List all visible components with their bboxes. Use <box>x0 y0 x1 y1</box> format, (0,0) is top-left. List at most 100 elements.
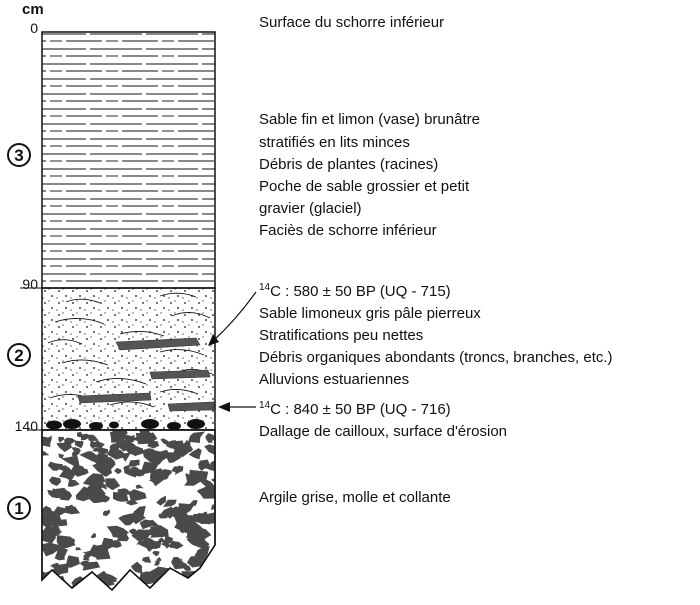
clay-blob <box>205 433 215 441</box>
clay-blob <box>103 551 108 559</box>
clay-blob <box>87 576 97 584</box>
clay-blob <box>211 504 215 511</box>
svg-text:1: 1 <box>14 499 23 518</box>
clay-blob <box>112 491 129 502</box>
clay-blob <box>194 545 210 562</box>
clay-blob <box>75 547 82 551</box>
clay-blob <box>147 440 160 449</box>
clay-blob <box>127 459 140 467</box>
clay-blob <box>58 436 65 443</box>
clay-blob <box>188 448 202 460</box>
clay-blob <box>164 535 174 544</box>
clay-blob <box>87 483 106 497</box>
clay-blob <box>132 434 154 444</box>
clay-blob <box>62 536 68 542</box>
clay-blob <box>178 503 195 514</box>
clay-blob <box>83 553 92 561</box>
clay-blob <box>77 431 83 438</box>
clay-blob <box>139 519 159 530</box>
svg-text:3: 3 <box>14 146 23 165</box>
clay-blob <box>130 466 140 475</box>
clay-blob <box>172 558 183 565</box>
clay-blob <box>44 509 62 526</box>
top-surface-label: Surface du schorre inférieur <box>259 14 444 31</box>
unit-2-line: Stratifications peu nettes <box>259 327 423 344</box>
clay-blob <box>196 576 205 585</box>
clay-blob <box>182 580 189 589</box>
unit-2-line: Sable limoneux gris pâle pierreux <box>259 305 481 322</box>
clay-blob <box>163 499 177 507</box>
clay-blob <box>160 438 171 445</box>
scale-tick-label: 90 <box>22 276 38 292</box>
scale-tick-label: 0 <box>30 20 38 36</box>
clay-blob <box>107 447 128 460</box>
clay-blob <box>125 499 138 506</box>
clay-blob <box>143 527 160 537</box>
unit-3-line: Faciès de schorre inférieur <box>259 222 437 239</box>
clay-blob <box>58 466 76 481</box>
clay-blob <box>64 505 81 515</box>
scale-tick-label: 140 <box>15 418 39 434</box>
clay-blob <box>92 447 100 452</box>
clay-blob <box>42 528 56 544</box>
clay-blob <box>174 511 194 525</box>
clay-blob <box>152 550 160 557</box>
clay-blob <box>49 476 62 486</box>
clay-blob <box>200 479 215 489</box>
clay-blob <box>61 455 80 467</box>
clay-blob <box>47 489 61 498</box>
clay-blob <box>128 489 147 502</box>
unit-1-line: Argile grise, molle et collante <box>259 489 451 506</box>
clay-blob <box>193 530 209 547</box>
clay-blob <box>137 529 144 536</box>
unit-3-line: Débris de plantes (racines) <box>259 156 438 173</box>
unit-2-line: Débris organiques abondants (troncs, bra… <box>259 349 613 366</box>
clay-blob <box>122 452 131 462</box>
cobble-pavement <box>46 419 205 430</box>
scale-unit: cm <box>22 1 44 18</box>
clay-blob <box>169 540 180 548</box>
clay-blob <box>57 489 73 501</box>
clay-blob <box>113 430 128 440</box>
clay-blob <box>158 537 166 543</box>
clay-blob <box>71 447 81 454</box>
clay-blob <box>114 467 122 475</box>
clay-blob <box>103 509 110 517</box>
clay-blob <box>204 444 215 457</box>
clay-blob <box>77 468 89 476</box>
clay-blob <box>186 536 193 539</box>
clay-blob <box>97 446 109 455</box>
clay-blob <box>44 525 52 533</box>
unit-badge-3: 3 <box>7 143 31 167</box>
clay-blob <box>156 495 166 506</box>
clay-blob <box>151 456 159 463</box>
clay-blob <box>190 513 211 525</box>
clay-blob <box>135 484 144 490</box>
clay-blob <box>74 440 84 449</box>
clay-blob <box>195 574 203 580</box>
clay-blob <box>160 514 168 519</box>
clay-blob <box>199 488 211 496</box>
clay-blob <box>129 528 137 535</box>
unit-2-line: Alluvions estuariennes <box>259 371 409 388</box>
clay-blob <box>122 440 142 457</box>
clay-blob <box>211 478 215 484</box>
clay-blob <box>188 431 205 443</box>
clay-blob <box>67 480 80 487</box>
clay-blob <box>196 570 206 579</box>
clay-blob <box>186 536 210 550</box>
clay-blob <box>116 530 130 542</box>
clay-blob <box>56 547 68 560</box>
clay-blob <box>153 560 161 566</box>
clay-blob <box>79 560 91 568</box>
radiocarbon-date-1: 14C : 580 ± 50 BP (UQ - 715) <box>259 282 451 300</box>
clay-blob <box>56 442 72 453</box>
clay-blob <box>150 450 163 460</box>
arrow-date-1 <box>211 291 257 343</box>
radiocarbon-date-2: 14C : 840 ± 50 BP (UQ - 716) <box>259 400 451 418</box>
clay-blob <box>147 566 169 578</box>
clay-blob <box>142 448 159 457</box>
clay-blob <box>109 540 122 548</box>
clay-blob <box>142 461 159 475</box>
